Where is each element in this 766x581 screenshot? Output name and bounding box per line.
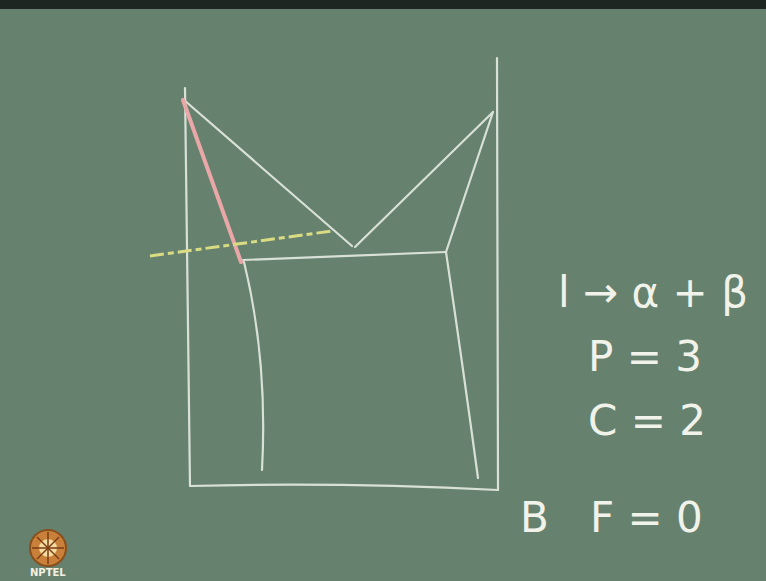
eutectic-line (243, 252, 446, 260)
board-surface (0, 9, 766, 581)
logo-rays (32, 532, 64, 564)
nptel-logo (30, 530, 66, 566)
bottom-axis (190, 485, 498, 490)
right-liquidus (355, 112, 493, 247)
reaction-equation: l → α + β (558, 272, 748, 314)
left-solvus (244, 262, 263, 470)
board-frame (0, 0, 766, 9)
right-solvus (446, 252, 478, 478)
degrees-of-freedom: F = 0 (590, 497, 703, 539)
side-note: B (520, 497, 549, 539)
component-count: C = 2 (588, 400, 706, 442)
right-axis (497, 58, 498, 490)
logo-ring (30, 530, 66, 566)
tie-line (150, 231, 332, 256)
right-solidus (446, 112, 493, 252)
alpha-solidus-highlight (183, 100, 241, 262)
phase-count: P = 3 (588, 336, 702, 378)
left-axis (185, 88, 190, 486)
logo-text: NPTEL (30, 568, 66, 578)
